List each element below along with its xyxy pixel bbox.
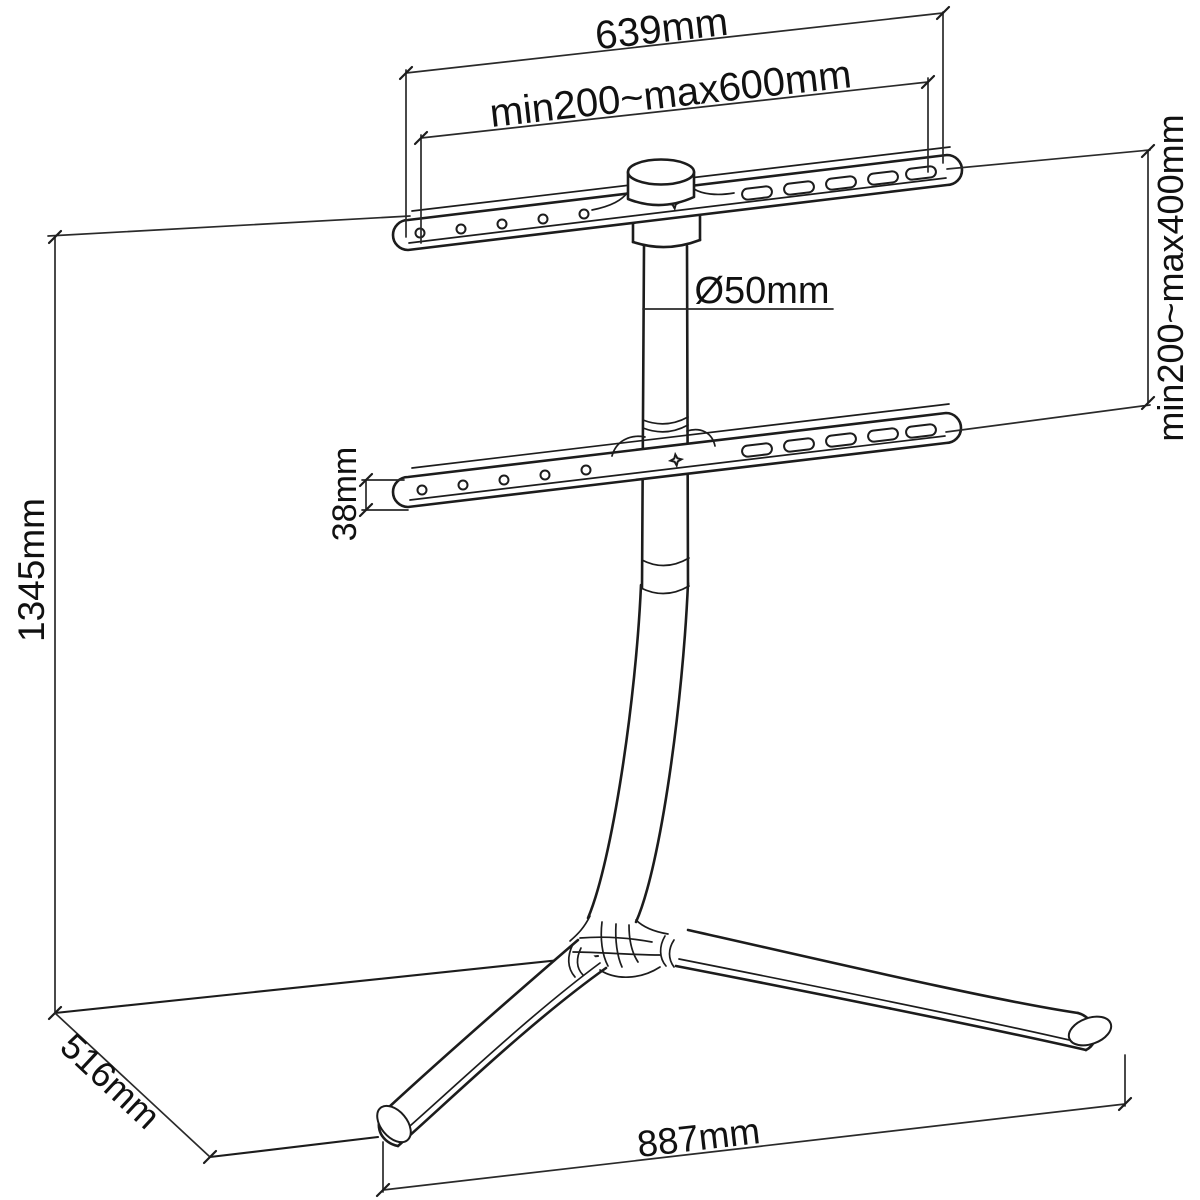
swivel-cap [626, 158, 696, 207]
dim-base-depth: 516mm [53, 1012, 218, 1165]
floor-projection-lines [53, 954, 600, 1159]
dim-label-pole-diameter: Ø50mm [694, 270, 829, 312]
dim-label-vesa-horizontal: min200~max600mm [488, 52, 854, 136]
lower-bracket-slots [741, 423, 937, 458]
dim-vesa-vertical: min200~max400mm [945, 114, 1191, 442]
lower-vesa-bracket [391, 403, 963, 509]
dim-label-base-width: 887mm [635, 1110, 762, 1165]
base-leg-right [674, 928, 1113, 1052]
pole-lower-slanted [586, 581, 690, 927]
dim-label-top-width: 639mm [593, 0, 730, 58]
dim-bracket-height: 38mm [326, 447, 409, 541]
dim-label-bracket-height: 38mm [326, 447, 364, 541]
dim-pole-diameter: Ø50mm [642, 270, 834, 312]
dim-label-base-depth: 516mm [53, 1025, 169, 1137]
pole-upper-vertical [640, 244, 690, 595]
dim-label-vesa-vertical: min200~max400mm [1150, 114, 1191, 441]
dim-base-width: 887mm [375, 1054, 1133, 1198]
lower-bracket-cross-hole [667, 451, 685, 469]
base-junction-web [567, 915, 675, 978]
dim-total-height: 1345mm [11, 215, 411, 1021]
tv-stand [376, 146, 1113, 1148]
dim-label-total-height: 1345mm [11, 498, 52, 642]
left-foot-cap [376, 1104, 412, 1144]
right-foot-cap [1067, 1015, 1113, 1047]
base-leg-left [376, 938, 608, 1148]
lower-bracket-round-holes [416, 464, 592, 496]
top-bracket-round-holes [414, 208, 590, 239]
